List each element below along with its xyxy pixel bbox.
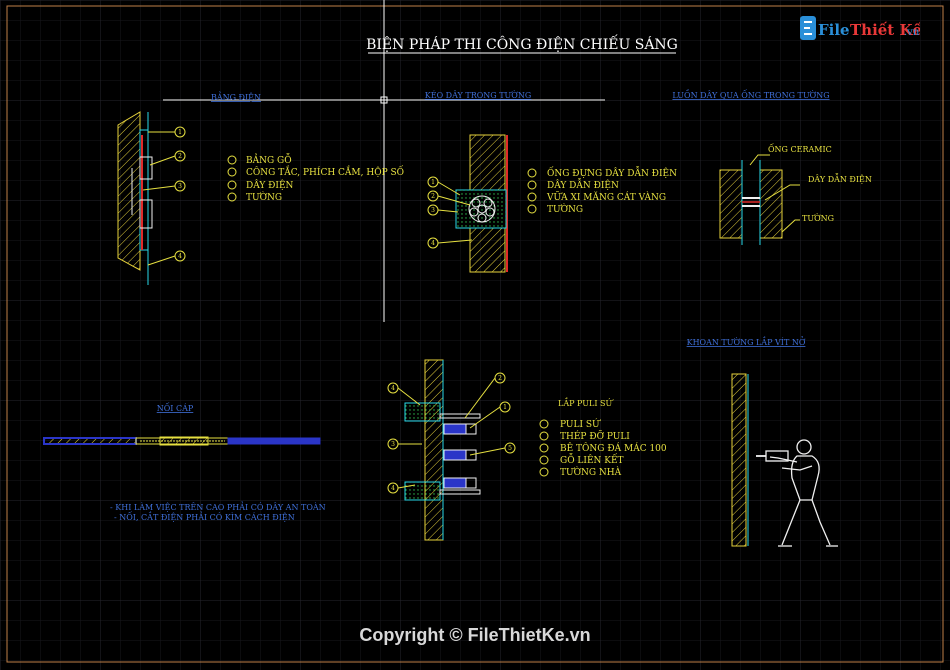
svg-text:2: 2 [178, 153, 182, 160]
cable-right [227, 437, 321, 445]
worker-drilling-figure [756, 439, 838, 547]
svg-text:4: 4 [391, 385, 395, 392]
switch-box-upper [139, 156, 153, 180]
crosshair-cursor [163, 0, 605, 322]
section-khoan-tuong: KHOAN TƯỜNG LẮP VÍT NỞ [687, 337, 838, 547]
svg-text:.vn: .vn [904, 27, 920, 38]
svg-text:1: 1 [503, 404, 507, 411]
cable-left [43, 437, 137, 445]
label-ong-ceramic: ỐNG CERAMIC [768, 144, 832, 154]
legend-keo-day-1: ỐNG ĐỰNG DÂY DẪN ĐIỆN [547, 166, 677, 179]
legend-bang-dien-2: CÔNG TẮC, PHÍCH CẮM, HỘP SỐ [246, 165, 404, 178]
site-logo: File Thiết Kế .vn [800, 12, 922, 44]
legend-puli-3: BÊ TÔNG ĐÁ MÁC 100 [560, 442, 667, 454]
label-day-dan-dien: DÂY DẪN ĐIỆN [808, 174, 872, 184]
wall-hatch [117, 111, 141, 271]
heading-lap-puli: LẮP PULI SỨ [558, 398, 613, 408]
svg-text:2: 2 [431, 193, 435, 200]
wall-hatch [731, 373, 747, 547]
legend-keo-day-3: VỮA XI MĂNG CÁT VÀNG [546, 191, 666, 203]
section-lap-puli: 4 3 4 2 1 5 LẮP PULI SỨ PULI SỨ THÉP ĐỠ … [387, 359, 667, 541]
legend-puli-1: PULI SỨ [560, 418, 601, 430]
drawing-title: BIỆN PHÁP THI CÔNG ĐIỆN CHIẾU SÁNG [366, 33, 678, 53]
svg-text:File: File [818, 21, 850, 39]
svg-text:3: 3 [431, 207, 435, 214]
section-luon-day: LUỒN DÂY QUA ỐNG TRONG TƯỜNG ỐNG CERAMIC… [672, 90, 872, 245]
heading-khoan-tuong: KHOAN TƯỜNG LẮP VÍT NỞ [687, 337, 806, 347]
drawing-frame [6, 5, 944, 663]
heading-luon-day: LUỒN DÂY QUA ỐNG TRONG TƯỜNG [672, 90, 829, 100]
puli-middle [443, 449, 477, 461]
svg-text:1: 1 [431, 179, 435, 186]
heading-noi-cap: NỐI CÁP [157, 403, 194, 413]
cable-bundle [468, 195, 496, 223]
heading-keo-day: KÉO DÂY TRONG TƯỜNG [425, 91, 532, 100]
switch-box-lower [139, 199, 153, 229]
wall-hatch [424, 359, 444, 541]
legend-bang-dien-3: DÂY ĐIỆN [246, 179, 294, 191]
copyright-watermark: Copyright © FileThietKe.vn [359, 625, 591, 645]
section-keo-day: KÉO DÂY TRONG TƯỜNG 1 2 3 4 [425, 91, 677, 273]
heading-bang-dien: BẢNG ĐIỆN [211, 92, 261, 102]
svg-text:5: 5 [508, 445, 512, 452]
puli-upper [404, 402, 481, 435]
svg-text:Thiết Kế: Thiết Kế [850, 21, 920, 39]
legend-puli-5: TƯỜNG NHÀ [560, 466, 622, 478]
svg-text:4: 4 [391, 485, 395, 492]
svg-text:3: 3 [178, 183, 182, 190]
svg-text:1: 1 [178, 129, 182, 136]
wall-right-hatch [759, 169, 783, 239]
legend-puli-4: GỖ LIÊN KẾT [560, 453, 624, 466]
legend-keo-day-4: TƯỜNG [547, 203, 583, 215]
section-bang-dien: BẢNG ĐIỆN 1 2 3 4 [117, 92, 404, 285]
svg-text:4: 4 [178, 253, 182, 260]
legend-bang-dien-1: BẢNG GỖ [246, 153, 292, 166]
label-tuong: TƯỜNG [802, 214, 834, 223]
svg-text:3: 3 [391, 441, 395, 448]
section-noi-cap: NỐI CÁP - KHI LÀM VIỆC TRÊN CAO PHẢI CÓ … [43, 403, 326, 522]
note-2: - NỐI, CẮT ĐIỆN PHẢI CÓ KÌM CÁCH ĐIỆN [114, 512, 295, 522]
legend-keo-day-2: DÂY DẪN ĐIỆN [547, 178, 619, 191]
svg-text:4: 4 [431, 240, 435, 247]
note-1: - KHI LÀM VIỆC TRÊN CAO PHẢI CÓ DÂY AN T… [110, 502, 326, 512]
svg-text:2: 2 [498, 375, 502, 382]
legend-bang-dien-4: TƯỜNG [246, 191, 282, 203]
legend-puli-2: THÉP ĐỠ PULI [560, 430, 630, 442]
puli-lower [404, 477, 481, 501]
wall-left-hatch [719, 169, 743, 239]
